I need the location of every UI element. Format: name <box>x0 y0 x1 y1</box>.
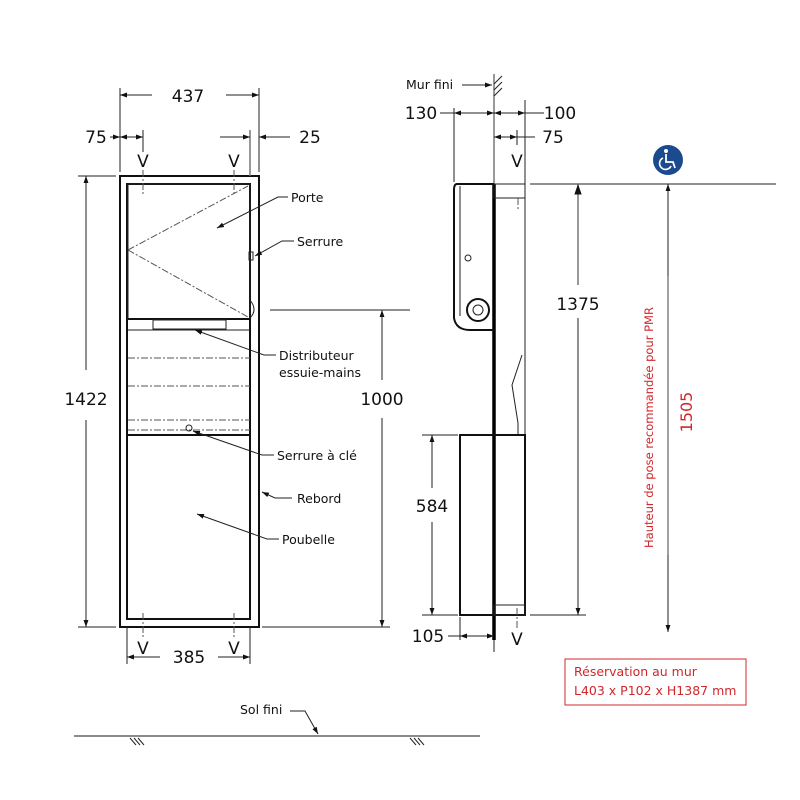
dispenser-slot <box>152 319 227 330</box>
dim-inner-width: 385 <box>173 648 205 668</box>
label-key-lock: Serrure à clé <box>277 448 357 463</box>
dim-mount-height: 1000 <box>360 390 403 410</box>
key-lock-icon <box>185 424 193 432</box>
dim-projection: 130 <box>405 104 437 124</box>
floor-line: Sol fini <box>74 702 480 746</box>
key-lock-icon <box>466 298 490 322</box>
dim-bin-depth: 105 <box>412 627 444 647</box>
pmr-height: 1505 <box>677 392 696 433</box>
dispenser-housing <box>453 183 494 331</box>
pmr-label: Hauteur de pose recommandée pour PMR <box>642 307 656 548</box>
pmr-section: Hauteur de pose recommandée pour PMR 150… <box>642 145 696 632</box>
dim-top-height: 1375 <box>556 295 599 315</box>
dim-height: 1422 <box>64 390 107 410</box>
label-flange: Rebord <box>297 491 341 506</box>
wheelchair-accessibility-icon <box>653 145 683 175</box>
marker-v-top-right: V <box>228 152 240 172</box>
reservation-box: Réservation au mur L403 x P102 x H1387 m… <box>564 658 747 706</box>
lock-knob <box>248 251 254 261</box>
dim-bin-height: 584 <box>416 497 448 517</box>
label-dispenser-line1: Distributeur <box>279 348 354 363</box>
marker-v-side-top: V <box>511 152 523 172</box>
marker-v-top-left: V <box>137 152 149 172</box>
dim-right-offset: 25 <box>299 128 321 148</box>
front-view: V V V V 437 75 25 1422 385 <box>64 87 410 668</box>
label-door: Porte <box>291 190 324 205</box>
dim-left-offset: 75 <box>85 128 107 148</box>
label-wall: Mur fini <box>406 77 453 92</box>
label-lock: Serrure <box>297 234 343 249</box>
label-dispenser-line2: essuie-mains <box>279 365 361 380</box>
reservation-line1: Réservation au mur <box>574 664 698 679</box>
label-floor: Sol fini <box>240 702 282 717</box>
label-bin: Poubelle <box>282 532 335 547</box>
dim-overall-width: 437 <box>172 87 204 107</box>
dim-fixing-depth: 75 <box>542 128 564 148</box>
bin-housing <box>459 434 526 616</box>
door <box>127 183 255 320</box>
marker-v-bottom-left: V <box>137 639 149 659</box>
reservation-line2: L403 x P102 x H1387 mm <box>574 683 736 698</box>
marker-v-side-bottom: V <box>511 630 523 650</box>
flange-outline <box>119 175 260 628</box>
cabinet-outline <box>126 183 251 620</box>
marker-v-bottom-right: V <box>228 639 240 659</box>
dim-recess-depth: 100 <box>544 104 576 124</box>
side-view: Mur fini 130 100 75 V <box>405 74 776 652</box>
